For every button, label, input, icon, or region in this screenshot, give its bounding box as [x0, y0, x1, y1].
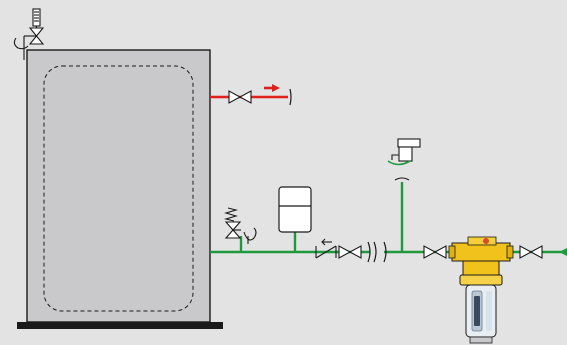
- water-tap-icon: [387, 138, 421, 181]
- pressure-relief-valve-icon: [223, 207, 257, 244]
- dashed-inner-vessel: [43, 65, 194, 312]
- water-heater-tank: [26, 49, 211, 323]
- safety-relief-valve-icon: [13, 8, 45, 60]
- flow-arrow-left-icon: [559, 248, 567, 256]
- hot-outlet-gate-valve-icon: [228, 90, 252, 104]
- flow-arrow-right-icon: [264, 84, 280, 92]
- cold-gate-valve-3-icon: [519, 245, 543, 259]
- cold-gate-valve-2-icon: [423, 245, 447, 259]
- cold-gate-valve-1-icon: [338, 245, 362, 259]
- cold-water-line: [210, 182, 567, 254]
- water-filter-icon: [448, 236, 514, 344]
- tank-base: [17, 322, 223, 329]
- expansion-vessel-icon: [278, 186, 312, 233]
- pipe-union-icon: [367, 241, 387, 263]
- check-valve-icon: [315, 238, 337, 259]
